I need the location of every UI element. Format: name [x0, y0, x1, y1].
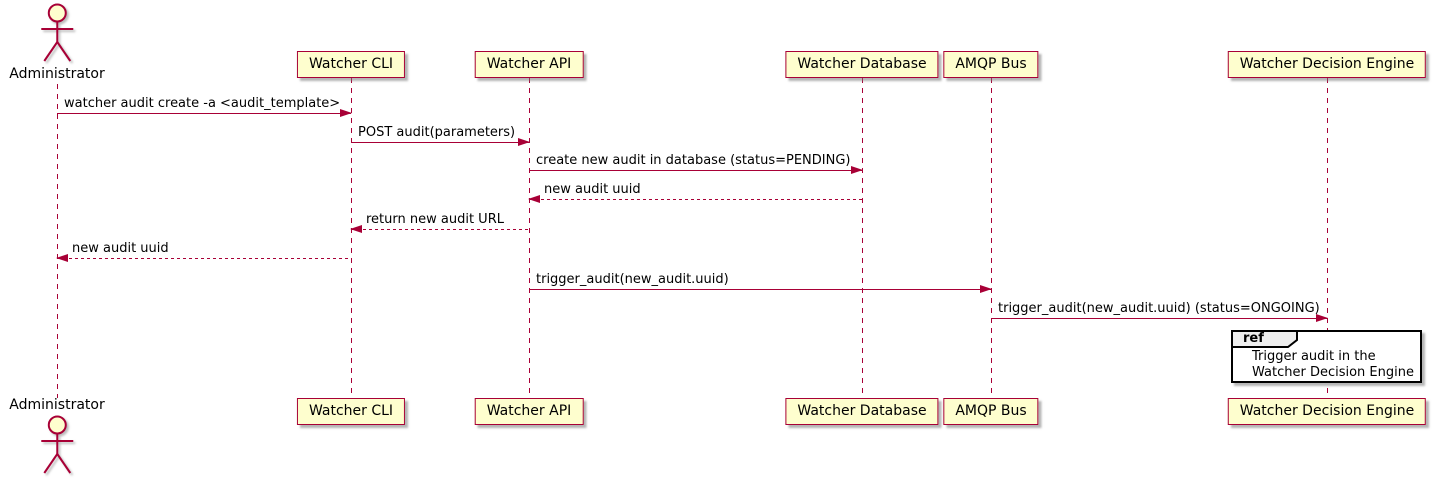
message-label: return new audit URL [366, 212, 504, 227]
message-label: create new audit in database (status=PEN… [536, 153, 851, 168]
message-post-audit: POST audit(parameters) [351, 124, 530, 146]
participant-amqp-bus-bottom: AMQP Bus [943, 398, 1039, 425]
message-line [991, 318, 1327, 319]
lifeline-watcher-api [529, 78, 530, 398]
message-label: trigger_audit(new_audit.uuid) [536, 272, 729, 287]
actor-label: Administrator [9, 66, 105, 82]
arrowhead-icon [851, 166, 863, 174]
message-label: POST audit(parameters) [358, 125, 516, 140]
message-label: new audit uuid [72, 241, 169, 256]
actor-administrator-bottom: Administrator [9, 397, 105, 476]
ref-header: ref [1231, 330, 1299, 352]
lifeline-administrator [57, 84, 58, 398]
message-label: trigger_audit(new_audit.uuid) (status=ON… [998, 301, 1320, 316]
message-trigger-audit-ongoing: trigger_audit(new_audit.uuid) (status=ON… [991, 300, 1328, 322]
arrowhead-icon [340, 109, 352, 117]
message-line [351, 142, 529, 143]
message-label: new audit uuid [544, 182, 641, 197]
ref-pentagon-icon [1231, 330, 1298, 348]
message-new-audit-uuid-to-admin: new audit uuid [56, 240, 351, 262]
lifeline-watcher-cli [351, 78, 352, 398]
participant-amqp-bus-top: AMQP Bus [943, 51, 1039, 78]
arrowhead-icon [528, 195, 540, 203]
message-line [529, 170, 862, 171]
message-audit-create: watcher audit create -a <audit_template> [57, 95, 352, 117]
actor-icon [41, 3, 73, 62]
lifeline-amqp-bus [991, 78, 992, 398]
message-label: watcher audit create -a <audit_template> [64, 96, 341, 111]
ref-text-line: Watcher Decision Engine [1252, 365, 1414, 380]
message-line [529, 289, 991, 290]
message-line [57, 113, 351, 114]
participant-watcher-decision-engine-bottom: Watcher Decision Engine [1227, 398, 1427, 425]
message-new-audit-uuid-return: new audit uuid [528, 181, 862, 203]
ref-keyword: ref [1243, 331, 1264, 346]
ref-text-line: Trigger audit in the [1252, 349, 1376, 364]
participant-watcher-api-bottom: Watcher API [474, 398, 584, 425]
lifeline-watcher-decision-engine [1327, 78, 1328, 398]
arrowhead-icon [518, 138, 530, 146]
participant-watcher-database-bottom: Watcher Database [785, 398, 939, 425]
message-create-audit-db: create new audit in database (status=PEN… [529, 152, 863, 174]
actor-administrator-top: Administrator [9, 3, 105, 82]
arrowhead-icon [350, 225, 362, 233]
actor-label: Administrator [9, 397, 105, 413]
message-return-audit-url: return new audit URL [350, 211, 529, 233]
arrowhead-icon [56, 254, 68, 262]
participant-watcher-cli-bottom: Watcher CLI [296, 398, 406, 425]
arrowhead-icon [1316, 314, 1328, 322]
participant-watcher-api-top: Watcher API [474, 51, 584, 78]
message-trigger-audit: trigger_audit(new_audit.uuid) [529, 271, 992, 293]
arrowhead-icon [980, 285, 992, 293]
actor-icon [41, 415, 73, 474]
ref-fragment: ref Trigger audit in the Watcher Decisio… [1231, 330, 1422, 383]
message-line [351, 229, 529, 230]
message-line [529, 199, 862, 200]
participant-watcher-cli-top: Watcher CLI [296, 51, 406, 78]
message-line [57, 258, 351, 259]
participant-watcher-database-top: Watcher Database [785, 51, 939, 78]
participant-watcher-decision-engine-top: Watcher Decision Engine [1227, 51, 1427, 78]
lifeline-watcher-database [862, 78, 863, 398]
